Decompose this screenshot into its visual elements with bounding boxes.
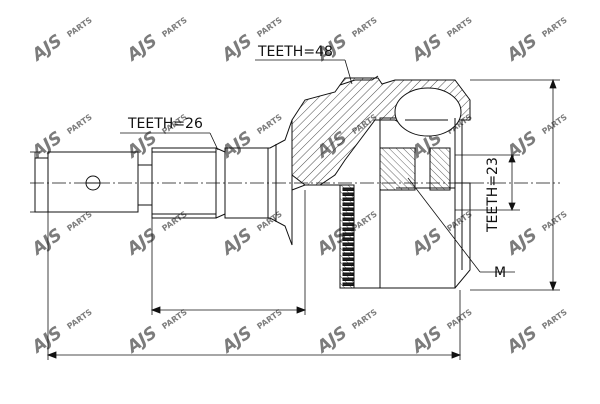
teeth-23-label: TEETH=23 xyxy=(485,157,501,233)
svg-text:PARTS: PARTS xyxy=(255,15,284,39)
svg-text:AJS: AJS xyxy=(217,225,256,261)
svg-text:PARTS: PARTS xyxy=(540,15,569,39)
teeth-48-label: TEETH=48 xyxy=(257,44,333,60)
svg-text:PARTS: PARTS xyxy=(255,112,284,136)
svg-text:PARTS: PARTS xyxy=(540,307,569,331)
svg-text:AJS: AJS xyxy=(312,323,351,359)
svg-text:AJS: AJS xyxy=(27,323,66,359)
svg-text:PARTS: PARTS xyxy=(350,209,379,233)
svg-text:PARTS: PARTS xyxy=(540,209,569,233)
outer-bell-housing xyxy=(291,75,471,289)
svg-text:AJS: AJS xyxy=(217,128,256,164)
svg-text:PARTS: PARTS xyxy=(160,209,189,233)
svg-text:PARTS: PARTS xyxy=(65,15,94,39)
svg-text:AJS: AJS xyxy=(502,225,541,261)
teeth-26-label: TEETH=26 xyxy=(127,116,203,132)
svg-text:AJS: AJS xyxy=(27,225,66,261)
svg-text:AJS: AJS xyxy=(27,31,66,67)
svg-text:PARTS: PARTS xyxy=(65,307,94,331)
svg-text:PARTS: PARTS xyxy=(255,209,284,233)
thread-label: M xyxy=(494,265,506,281)
svg-text:AJS: AJS xyxy=(122,225,161,261)
svg-text:AJS: AJS xyxy=(217,31,256,67)
svg-text:PARTS: PARTS xyxy=(350,307,379,331)
svg-text:PARTS: PARTS xyxy=(540,112,569,136)
svg-text:PARTS: PARTS xyxy=(160,15,189,39)
svg-text:AJS: AJS xyxy=(407,225,446,261)
svg-text:PARTS: PARTS xyxy=(160,307,189,331)
svg-text:PARTS: PARTS xyxy=(65,112,94,136)
dimension-lines xyxy=(30,59,560,360)
svg-text:PARTS: PARTS xyxy=(350,15,379,39)
svg-text:AJS: AJS xyxy=(122,323,161,359)
svg-text:AJS: AJS xyxy=(502,128,541,164)
svg-text:AJS: AJS xyxy=(217,323,256,359)
abs-ring xyxy=(342,187,354,286)
svg-text:AJS: AJS xyxy=(122,31,161,67)
svg-text:AJS: AJS xyxy=(502,323,541,359)
svg-text:PARTS: PARTS xyxy=(65,209,94,233)
svg-text:AJS: AJS xyxy=(407,323,446,359)
svg-text:AJS: AJS xyxy=(502,31,541,67)
svg-text:PARTS: PARTS xyxy=(255,307,284,331)
svg-text:AJS: AJS xyxy=(407,31,446,67)
svg-text:PARTS: PARTS xyxy=(445,15,474,39)
